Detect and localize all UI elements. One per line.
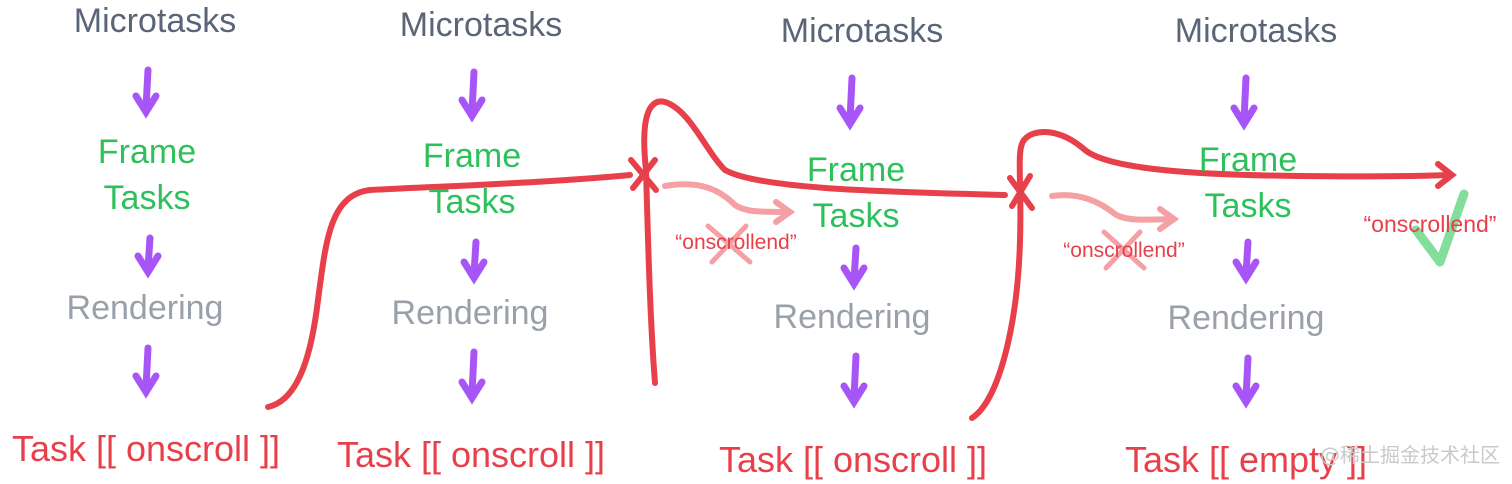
task-label: Task [[ onscroll ]] xyxy=(718,439,988,480)
rendering-label: Rendering xyxy=(66,289,224,327)
cancelled-onscrollend-label: “onscrollend” xyxy=(1063,239,1185,262)
rendering-label: Rendering xyxy=(773,298,931,336)
onscrollend-dispatch-arrow xyxy=(662,181,1180,232)
task-label: Task [[ onscroll ]] xyxy=(11,428,281,469)
microtasks-label: Microtasks xyxy=(1174,12,1338,50)
fired-check-icon xyxy=(1411,189,1469,267)
cancelled-event-x-icon xyxy=(705,223,1147,271)
rendering-label: Rendering xyxy=(1167,299,1325,337)
rendering-label: Rendering xyxy=(391,294,549,332)
microtasks-label: Microtasks xyxy=(399,6,563,44)
frame-tasks-line-2: Tasks xyxy=(103,178,191,217)
down-arrow-icon xyxy=(132,66,1260,409)
cancelled-onscrollend-label: “onscrollend” xyxy=(675,231,797,254)
frame-tasks-line-1: Frame xyxy=(806,151,906,189)
frame-tasks-line-1: Frame xyxy=(422,137,522,175)
frame-tasks-line-1: Frame xyxy=(97,133,197,171)
task-label: Task [[ onscroll ]] xyxy=(336,434,606,475)
frame-tasks-line-2: Tasks xyxy=(812,196,900,235)
scroll-timeline-path xyxy=(265,98,1457,421)
microtasks-label: Microtasks xyxy=(73,2,237,40)
frame-tasks-label: Frame Tasks xyxy=(1199,138,1297,230)
frame-tasks-label: Frame Tasks xyxy=(423,134,521,226)
frame-tasks-line-2: Tasks xyxy=(428,182,516,221)
frame-tasks-label: Frame Tasks xyxy=(807,148,905,240)
task-label: Task [[ empty ]] xyxy=(1124,439,1368,480)
frame-tasks-line-2: Tasks xyxy=(1204,186,1292,225)
cancel-x-icon xyxy=(628,157,1035,211)
microtasks-label: Microtasks xyxy=(780,12,944,50)
frame-tasks-label: Frame Tasks xyxy=(98,130,196,222)
frame-tasks-line-1: Frame xyxy=(1198,141,1298,179)
fired-onscrollend-label: “onscrollend” xyxy=(1363,211,1497,237)
watermark: @稀土掘金技术社区 xyxy=(1320,443,1500,467)
